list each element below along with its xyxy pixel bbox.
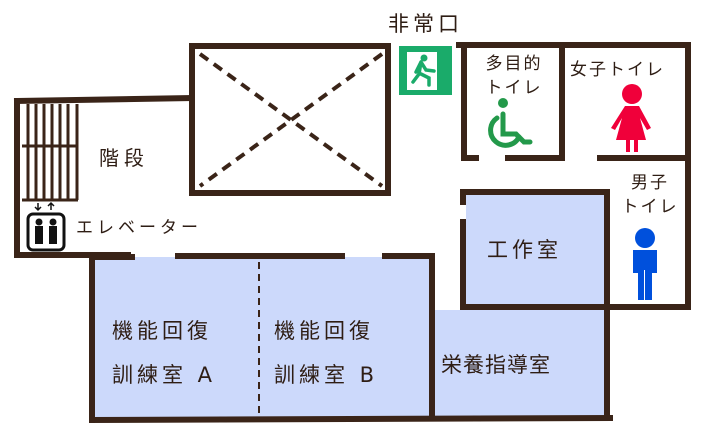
rehab-a-line2: 訓練室 A bbox=[112, 363, 217, 387]
rehab-room-a-label: 機能回復 訓練室 A bbox=[112, 309, 216, 397]
rehab-b-line1: 機能回復 bbox=[274, 319, 374, 343]
workshop-fill bbox=[466, 195, 607, 307]
nutrition-room-label: 栄養指導室 bbox=[441, 353, 551, 377]
nutrition-room-fill bbox=[432, 310, 607, 418]
elevator-icon bbox=[26, 201, 66, 252]
women-toilet-icon bbox=[611, 84, 651, 152]
wheelchair-icon bbox=[488, 98, 533, 148]
rehab-room-fill bbox=[92, 257, 432, 418]
workshop-label: 工作室 bbox=[487, 238, 562, 262]
emergency-exit-icon bbox=[399, 46, 452, 95]
stairs-label: 階段 bbox=[99, 146, 149, 170]
rehab-room-b-label: 機能回復 訓練室 B bbox=[274, 309, 378, 397]
stairs-icon bbox=[22, 104, 79, 202]
emergency-exit-label: 非常口 bbox=[388, 12, 463, 36]
rehab-a-line1: 機能回復 bbox=[112, 319, 212, 343]
void-cross bbox=[198, 52, 384, 188]
womens-toilet-label: 女子トイレ bbox=[570, 60, 665, 80]
men-toilet-icon bbox=[633, 228, 657, 300]
walls bbox=[13, 42, 691, 424]
mens-line1: 男子 bbox=[631, 173, 669, 193]
multipurpose-line2: トイレ bbox=[485, 78, 543, 98]
rehab-b-line2: 訓練室 B bbox=[274, 363, 379, 387]
mens-line2: トイレ bbox=[621, 197, 679, 217]
multipurpose-line1: 多目的 bbox=[485, 54, 543, 74]
mens-toilet-label: 男子 トイレ bbox=[612, 171, 688, 219]
multipurpose-toilet-label: 多目的 トイレ bbox=[478, 52, 550, 100]
elevator-label: エレベーター bbox=[76, 218, 202, 238]
